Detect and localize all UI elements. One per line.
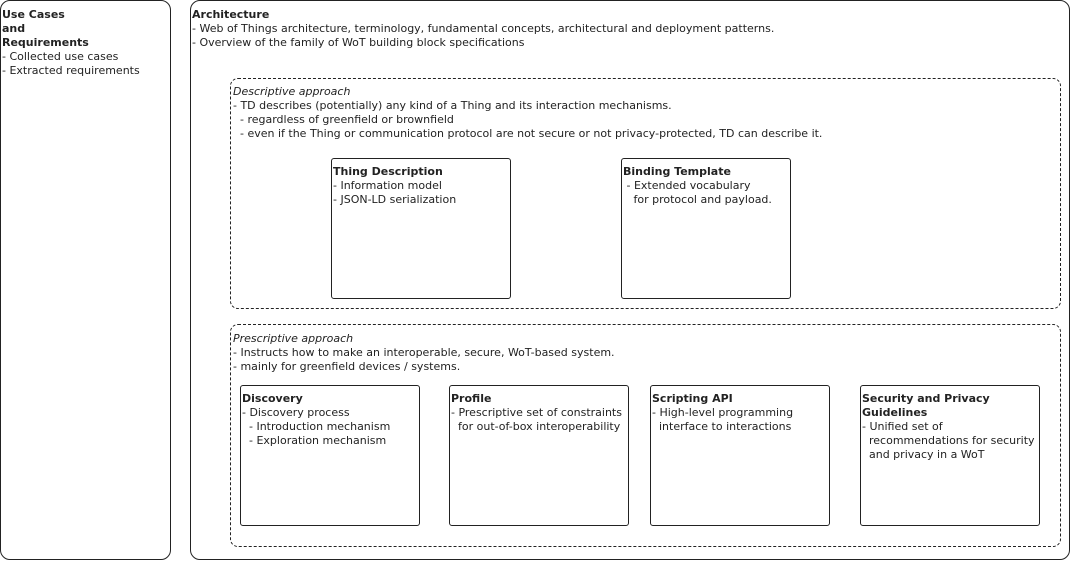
discovery-title: Discovery (242, 392, 303, 405)
descriptive-approach-group: Descriptive approach - TD describes (pot… (230, 78, 1061, 309)
descriptive-item: - regardless of greenfield or brownfield (233, 113, 454, 126)
block-item: - High-level programming (652, 406, 794, 419)
block-item: - Prescriptive set of constraints (451, 406, 622, 419)
block-item: - Unified set of (862, 420, 943, 433)
security-privacy-block: Security and Privacy Guidelines - Unifie… (860, 385, 1040, 526)
descriptive-title: Descriptive approach (233, 85, 351, 98)
scripting-api-title: Scripting API (652, 392, 733, 405)
use-cases-item: - Extracted requirements (2, 64, 140, 77)
architecture-title: Architecture (192, 8, 270, 21)
prescriptive-item: - Instructs how to make an interoperable… (233, 346, 615, 359)
security-privacy-title: Security and Privacy Guidelines (862, 392, 990, 419)
use-cases-title-line-3: Requirements (2, 36, 89, 49)
thing-description-block: Thing Description - Information model - … (331, 158, 511, 299)
block-item: recommendations for security (862, 434, 1035, 447)
use-cases-box: Use Cases and Requirements - Collected u… (0, 0, 171, 560)
architecture-item: - Overview of the family of WoT building… (192, 36, 525, 49)
block-item: interface to interactions (652, 420, 792, 433)
profile-title: Profile (451, 392, 492, 405)
block-item: - JSON-LD serialization (333, 193, 457, 206)
block-item: - Introduction mechanism (242, 420, 391, 433)
scripting-api-block: Scripting API - High-level programming i… (650, 385, 830, 526)
use-cases-title-line-1: Use Cases (2, 8, 65, 21)
block-item: and privacy in a WoT (862, 448, 985, 461)
block-item: - Information model (333, 179, 442, 192)
block-item: for protocol and payload. (623, 193, 772, 206)
prescriptive-item: - mainly for greenfield devices / system… (233, 360, 461, 373)
block-item: for out-of-box interoperability (451, 420, 621, 433)
descriptive-item: - TD describes (potentially) any kind of… (233, 99, 672, 112)
block-item: - Exploration mechanism (242, 434, 387, 447)
discovery-block: Discovery - Discovery process - Introduc… (240, 385, 420, 526)
binding-template-block: Binding Template - Extended vocabulary f… (621, 158, 791, 299)
descriptive-item: - even if the Thing or communication pro… (233, 127, 823, 140)
prescriptive-approach-group: Prescriptive approach - Instructs how to… (230, 324, 1061, 547)
block-item: - Extended vocabulary (623, 179, 751, 192)
block-item: - Discovery process (242, 406, 350, 419)
prescriptive-title: Prescriptive approach (233, 332, 354, 345)
thing-description-title: Thing Description (333, 165, 443, 178)
use-cases-item: - Collected use cases (2, 50, 119, 63)
use-cases-title-line-2: and (2, 22, 26, 35)
binding-template-title: Binding Template (623, 165, 731, 178)
profile-block: Profile - Prescriptive set of constraint… (449, 385, 629, 526)
architecture-item: - Web of Things architecture, terminolog… (192, 22, 775, 35)
